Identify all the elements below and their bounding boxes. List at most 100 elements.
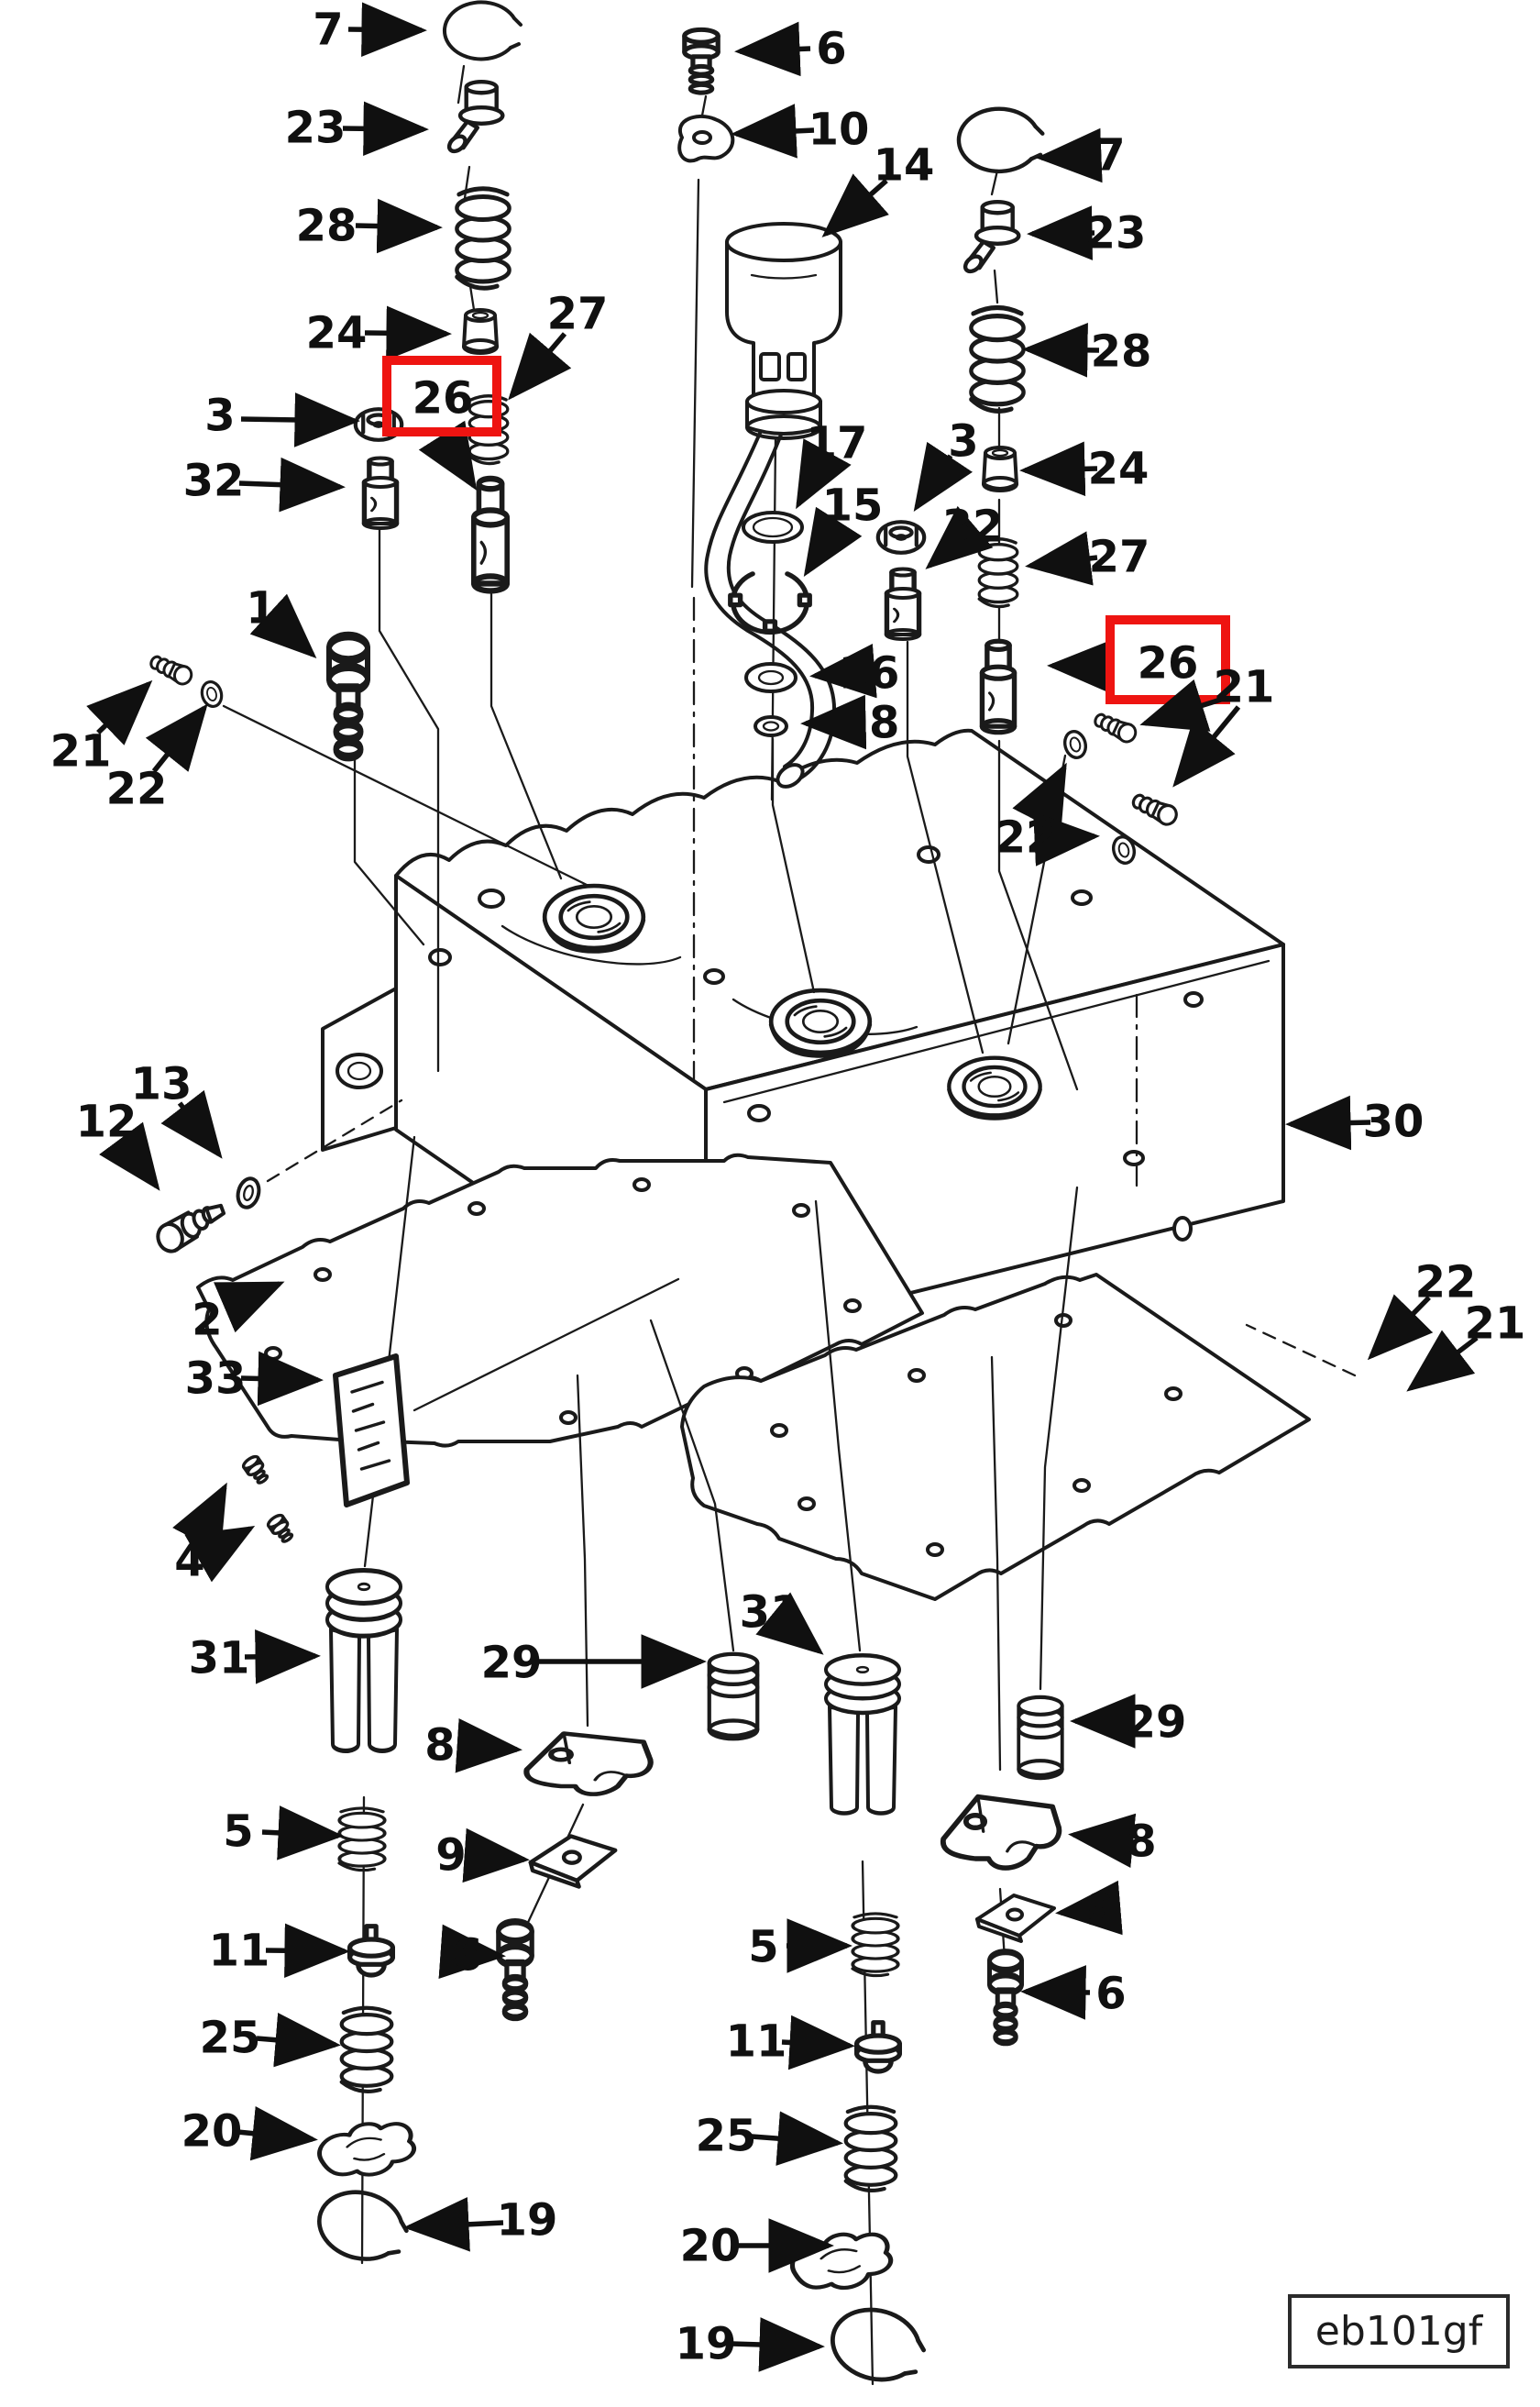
callout-14: 14 <box>821 139 935 237</box>
callout-28: 28 <box>296 198 443 254</box>
callout-label-7: 7 <box>313 4 343 55</box>
callout-label-21: 21 <box>1214 661 1275 712</box>
callout-label-28: 28 <box>296 200 358 251</box>
callout-label-30: 30 <box>1363 1096 1424 1147</box>
callout-label-27: 27 <box>547 288 609 339</box>
callout-arrow <box>1285 1095 1371 1151</box>
callout-arrow <box>256 2012 341 2068</box>
callout-arrow <box>1406 1330 1479 1392</box>
callout-19: 19 <box>676 2317 825 2372</box>
callout-arrow <box>1022 323 1100 378</box>
callout-arrow <box>1367 1294 1434 1361</box>
callout-3: 3 <box>204 390 360 447</box>
callout-label-14: 14 <box>874 139 935 191</box>
callout-arrow <box>1055 1880 1123 1936</box>
callout-label-24: 24 <box>1088 443 1150 494</box>
callout-arrow <box>364 305 452 361</box>
callout-arrow <box>238 457 346 513</box>
callout-label-7: 7 <box>1094 129 1125 181</box>
callout-4: 4 <box>172 1482 256 1586</box>
callout-label-20: 20 <box>182 2105 243 2157</box>
callout-arrow <box>803 506 863 578</box>
callout-label-31: 31 <box>189 1632 250 1684</box>
callout-label-8: 8 <box>424 1719 455 1771</box>
callout-arrow <box>781 2015 855 2070</box>
callout-label-5: 5 <box>223 1805 253 1857</box>
callout-21: 21 <box>50 679 153 777</box>
callout-29: 29 <box>1070 1694 1186 1749</box>
callout-label-6: 6 <box>1095 1968 1126 2019</box>
callout-arrow <box>347 2 427 57</box>
callout-label-4: 4 <box>174 1535 204 1586</box>
callout-arrow <box>925 505 994 569</box>
callout-11: 11 <box>209 1923 350 1979</box>
callout-label-11: 11 <box>209 1925 270 1976</box>
callout-arrow <box>342 101 429 157</box>
callout-label-3: 3 <box>948 415 978 467</box>
callout-arrow <box>1068 1813 1137 1869</box>
callout-label-28: 28 <box>1091 326 1152 377</box>
callout-label-10: 10 <box>808 104 870 155</box>
callout-23: 23 <box>1027 205 1146 260</box>
callout-22: 22 <box>106 703 208 814</box>
callout-10: 10 <box>731 104 870 159</box>
callout-20: 20 <box>182 2105 318 2161</box>
callout-arrow <box>244 1629 321 1684</box>
callout-19: 19 <box>403 2194 557 2252</box>
callout-arrow <box>1172 705 1241 788</box>
callout-arrow <box>438 1924 506 1980</box>
callout-16: 16 <box>809 644 899 699</box>
callout-arrow <box>1012 762 1067 834</box>
callout-31: 31 <box>189 1629 321 1684</box>
callout-label-23: 23 <box>285 102 346 153</box>
callout-arrow <box>913 441 973 512</box>
callout-7: 7 <box>313 2 427 57</box>
callout-arrow <box>751 2111 843 2166</box>
callout-label-18: 18 <box>839 697 900 748</box>
callout-9: 9 <box>435 1827 530 1883</box>
callout-29: 29 <box>481 1634 707 1689</box>
callout-label-3: 3 <box>204 390 235 441</box>
callout-label-2: 2 <box>192 1294 222 1345</box>
callout-label-12: 12 <box>76 1096 138 1147</box>
callout-32: 32 <box>925 501 1003 569</box>
callout-24: 24 <box>1019 441 1150 497</box>
callout-label-13: 13 <box>131 1058 192 1110</box>
callout-label-8: 8 <box>1126 1816 1156 1867</box>
callout-label-26: 26 <box>1138 637 1199 689</box>
callout-24: 24 <box>306 305 452 361</box>
callout-arrow <box>755 1592 824 1655</box>
callout-11: 11 <box>726 2015 855 2070</box>
callout-21: 21 <box>1139 661 1275 788</box>
callout-arrow <box>1020 1965 1091 2020</box>
callout-arrow <box>249 593 317 659</box>
callout-arrow <box>86 679 153 745</box>
callout-label-29: 29 <box>481 1637 543 1688</box>
callout-arrow <box>731 2317 825 2372</box>
callout-label-15: 15 <box>822 480 884 531</box>
callout-label-21: 21 <box>50 725 112 777</box>
callout-8: 8 <box>424 1717 522 1773</box>
callout-arrow <box>1033 812 1100 867</box>
callout-1: 1 <box>246 582 317 659</box>
callout-25: 25 <box>696 2110 843 2166</box>
callout-15: 15 <box>803 480 884 578</box>
callout-arrow <box>809 644 877 699</box>
part-18-washer <box>754 715 788 737</box>
callout-arrow <box>1025 531 1098 586</box>
callout-13: 13 <box>131 1058 223 1159</box>
callout-label-9: 9 <box>435 1829 466 1881</box>
callout-6: 6 <box>438 1924 506 1981</box>
callout-arrow <box>508 332 572 401</box>
callout-label-25: 25 <box>200 2012 261 2063</box>
callout-arrow <box>184 1526 256 1583</box>
callout-label-6: 6 <box>816 23 846 74</box>
callout-5: 5 <box>748 1918 852 1973</box>
callout-5: 5 <box>223 1805 344 1860</box>
callout-label-32: 32 <box>183 455 245 506</box>
callout-arrow <box>1139 679 1227 732</box>
callout-arrow <box>160 1089 223 1159</box>
